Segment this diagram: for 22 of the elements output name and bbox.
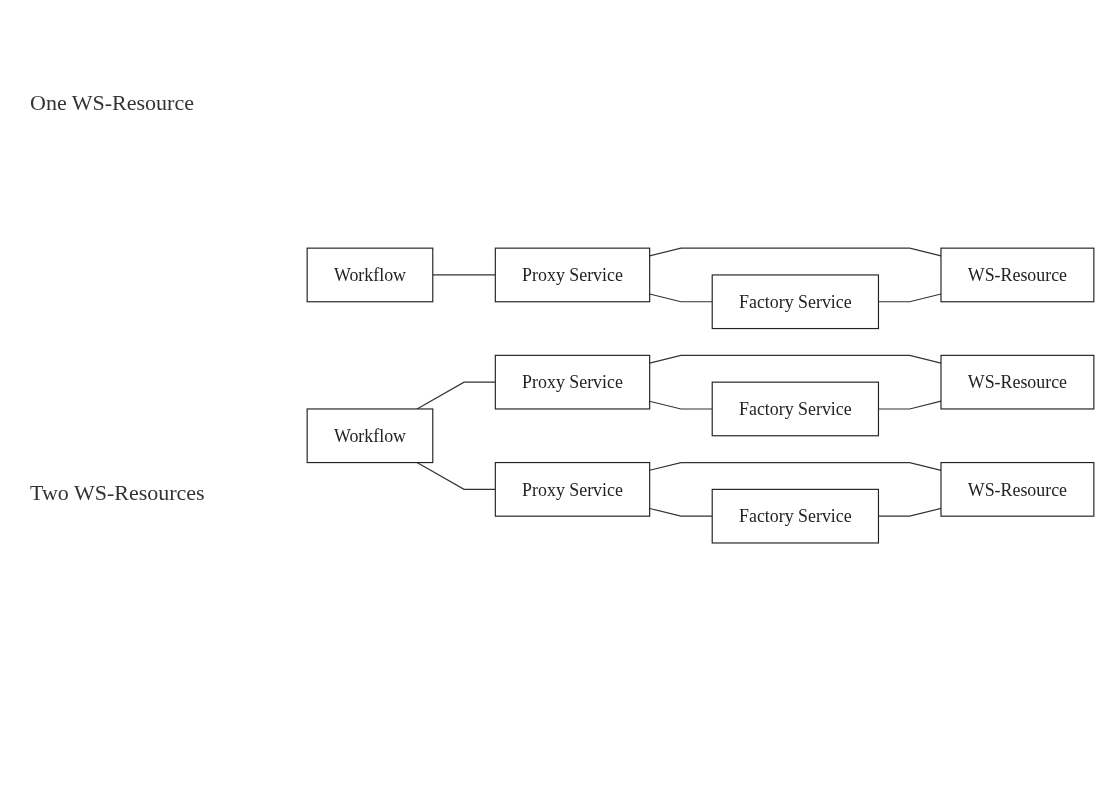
node-box: Factory Service: [711, 274, 880, 330]
connector: [416, 381, 496, 410]
node-box: Proxy Service: [494, 247, 651, 303]
diagram-label: Two WS-Resources: [30, 480, 205, 506]
node-box: Factory Service: [711, 381, 880, 437]
connector: [649, 400, 713, 410]
connector: [649, 461, 942, 471]
node-box: Factory Service: [711, 488, 880, 544]
node-box: WS-Resource: [940, 247, 1095, 303]
node-box: Workflow: [306, 408, 434, 464]
connector: [649, 354, 942, 364]
diagram-label: One WS-Resource: [30, 90, 194, 116]
node-box: WS-Resource: [940, 354, 1095, 410]
connector: [649, 507, 713, 517]
connector: [416, 461, 496, 490]
connector: [649, 293, 713, 303]
node-box: Proxy Service: [494, 461, 651, 517]
node-box: Workflow: [306, 247, 434, 303]
connector: [432, 274, 496, 276]
node-box: Proxy Service: [494, 354, 651, 410]
connector: [649, 247, 942, 257]
node-box: WS-Resource: [940, 461, 1095, 517]
